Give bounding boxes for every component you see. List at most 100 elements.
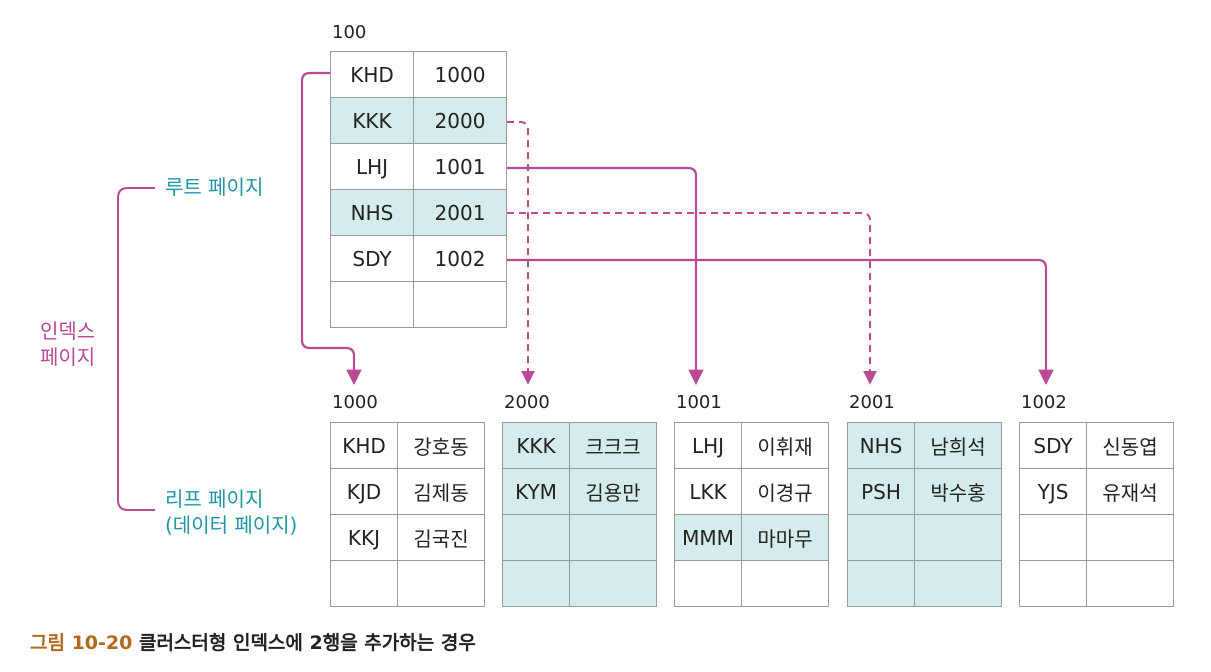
arrow-lhj-1001 [507, 166, 704, 386]
root-pointer-cell [413, 281, 507, 328]
root-pointer-cell: 1002 [413, 235, 507, 282]
caption-number: 그림 10-20 [30, 632, 133, 654]
root-pointer-cell: 2001 [413, 189, 507, 236]
leaf-id-cell [502, 560, 570, 607]
leaf-name-cell: 마마무 [741, 514, 829, 561]
leaf-name-cell [914, 560, 1002, 607]
leaf-page-number: 2001 [849, 392, 895, 413]
arrow-sdy-1002 [507, 258, 1054, 386]
leaf-name-cell: 이휘재 [741, 422, 829, 469]
caption-text: 클러스터형 인덱스에 2행을 추가하는 경우 [132, 632, 476, 654]
leaf-id-cell: MMM [674, 514, 742, 561]
root-page-label: 루트 페이지 [165, 175, 264, 199]
leaf-page-label-line2: (데이터 페이지) [165, 513, 298, 537]
leaf-name-cell: 김국진 [397, 514, 485, 561]
leaf-page-label-line1: 리프 페이지 [165, 487, 264, 511]
leaf-id-cell [1019, 560, 1087, 607]
root-key-cell: KKK [330, 97, 414, 144]
leaf-id-cell [847, 514, 915, 561]
leaf-id-cell: KYM [502, 468, 570, 515]
leaf-name-cell [741, 560, 829, 607]
leaf-name-cell: 이경규 [741, 468, 829, 515]
leaf-id-cell: KHD [330, 422, 398, 469]
leaf-row [502, 514, 657, 561]
leaf-name-cell [397, 560, 485, 607]
figure-caption: 그림 10-20 클러스터형 인덱스에 2행을 추가하는 경우 [30, 628, 476, 655]
root-key-cell [330, 281, 414, 328]
root-pointer-cell: 1000 [413, 51, 507, 98]
leaf-name-cell: 유재석 [1086, 468, 1174, 515]
leaf-name-cell: 김제동 [397, 468, 485, 515]
leaf-name-cell [569, 514, 657, 561]
leaf-row [674, 560, 829, 607]
leaf-page-number: 1002 [1021, 392, 1067, 413]
leaf-name-cell: 김용만 [569, 468, 657, 515]
arrow-nhs-2001 [507, 212, 877, 385]
root-row [330, 281, 507, 328]
leaf-name-cell: 박수홍 [914, 468, 1002, 515]
index-page-label-line1: 인덱스 [40, 319, 96, 343]
leaf-id-cell: YJS [1019, 468, 1087, 515]
root-key-cell: KHD [330, 51, 414, 98]
root-key-cell: NHS [330, 189, 414, 236]
leaf-name-cell [569, 560, 657, 607]
leaf-row [1019, 560, 1174, 607]
root-pointer-cell: 2000 [413, 97, 507, 144]
leaf-row [1019, 514, 1174, 561]
leaf-id-cell: NHS [847, 422, 915, 469]
arrow-khd-1000 [300, 71, 362, 386]
leaf-row [847, 514, 1002, 561]
root-page-number: 100 [332, 22, 367, 43]
leaf-page-number: 1000 [332, 392, 378, 413]
leaf-id-cell [847, 560, 915, 607]
leaf-name-cell [914, 514, 1002, 561]
leaf-name-cell: 신동엽 [1086, 422, 1174, 469]
leaf-page-number: 1001 [676, 392, 722, 413]
root-page-bracket [117, 187, 155, 511]
leaf-name-cell [1086, 560, 1174, 607]
leaf-id-cell [1019, 514, 1087, 561]
leaf-id-cell: SDY [1019, 422, 1087, 469]
leaf-row [502, 560, 657, 607]
leaf-id-cell: PSH [847, 468, 915, 515]
leaf-id-cell: LKK [674, 468, 742, 515]
leaf-name-cell: 남희석 [914, 422, 1002, 469]
leaf-id-cell [674, 560, 742, 607]
leaf-id-cell: KKJ [330, 514, 398, 561]
leaf-row [847, 560, 1002, 607]
leaf-id-cell: KJD [330, 468, 398, 515]
root-key-cell: SDY [330, 235, 414, 282]
leaf-name-cell: 크크크 [569, 422, 657, 469]
leaf-row [330, 560, 485, 607]
leaf-id-cell [330, 560, 398, 607]
index-page-label-line2: 페이지 [40, 345, 96, 369]
leaf-id-cell [502, 514, 570, 561]
leaf-id-cell: LHJ [674, 422, 742, 469]
arrow-kkk-2000 [507, 121, 535, 385]
leaf-id-cell: KKK [502, 422, 570, 469]
leaf-page-number: 2000 [504, 392, 550, 413]
